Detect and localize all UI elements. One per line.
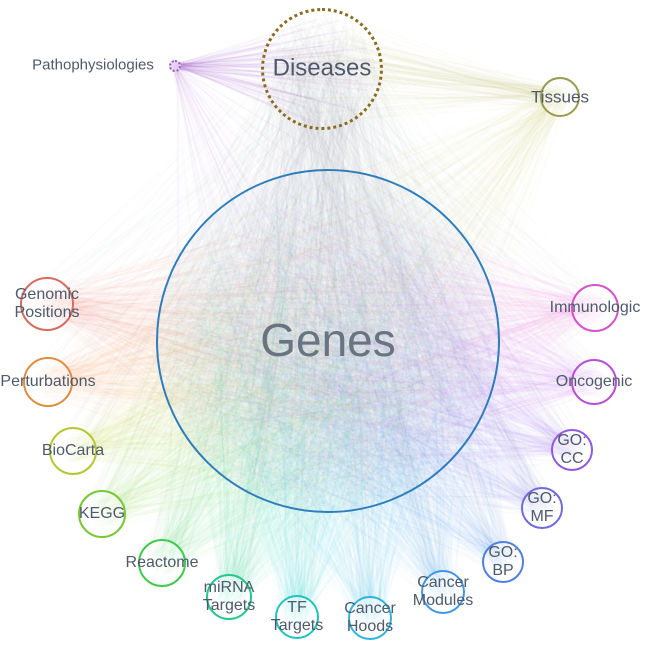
biocarta-circle xyxy=(49,427,97,475)
diseases-circle xyxy=(261,8,383,130)
go-bp-circle xyxy=(482,541,524,583)
reactome-circle xyxy=(138,539,186,587)
genes-circle xyxy=(156,169,500,513)
mirna-targets-circle xyxy=(206,574,252,620)
oncogenic-circle xyxy=(571,359,617,405)
cancer-modules-circle xyxy=(421,570,465,614)
cancer-hoods-circle xyxy=(348,596,392,640)
go-mf-circle xyxy=(521,487,563,529)
perturbations-circle xyxy=(23,357,73,407)
immunologic-circle xyxy=(571,284,619,332)
go-cc-circle xyxy=(551,429,593,471)
kegg-circle xyxy=(78,490,126,538)
tissues-circle xyxy=(540,77,580,117)
pathophysiologies-circle xyxy=(169,60,181,72)
genomic-positions-circle xyxy=(20,277,74,331)
tf-targets-circle xyxy=(275,595,319,639)
